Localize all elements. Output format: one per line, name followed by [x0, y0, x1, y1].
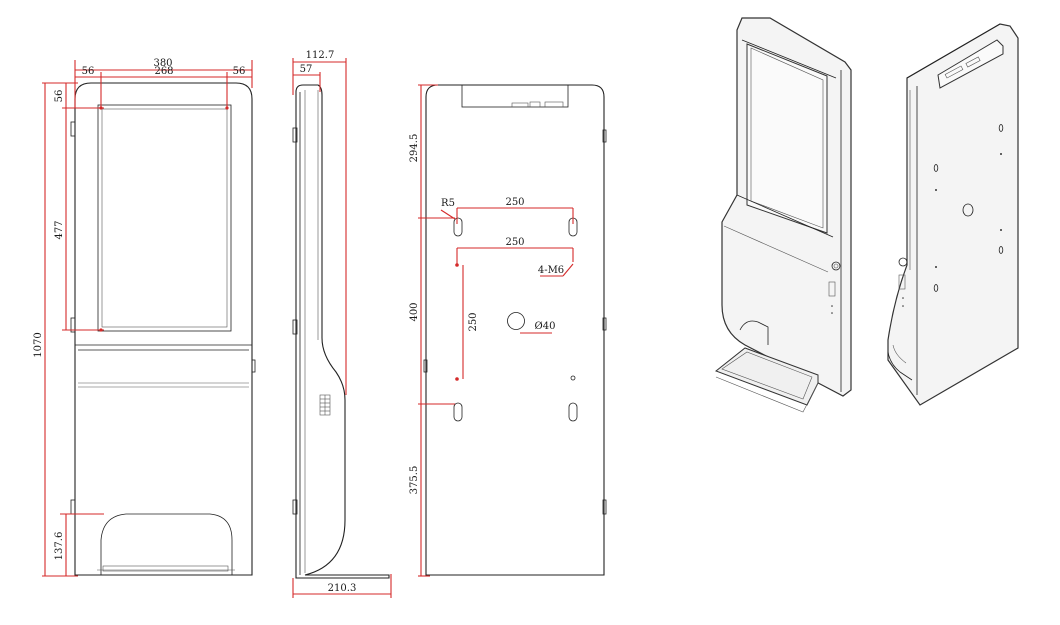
dim-screen-height: 477	[54, 220, 65, 239]
front-view: 380 56 268 56 56 477 1070 137.6	[33, 58, 256, 577]
side-view: 112.7 57 210.3	[292, 50, 392, 598]
dim-bezel-depth: 57	[300, 64, 313, 75]
speaker-grille	[319, 394, 331, 416]
dim-hook-spacing: 250	[505, 197, 524, 208]
front-dimensions: 380 56 268 56 56 477 1070 137.6	[33, 58, 253, 577]
render-back	[887, 23, 1019, 406]
dim-vesa-horizontal: 250	[505, 237, 524, 248]
dim-middle-span: 400	[409, 302, 420, 321]
back-view: 294.5 400 375.5 R5 250 250 250 4-M6 Ø40	[409, 84, 607, 577]
render-front	[714, 17, 852, 413]
dim-base-depth: 210.3	[328, 583, 357, 594]
dim-overall-width: 380	[153, 58, 172, 69]
keyhole-hooks	[453, 217, 578, 422]
dim-right-margin: 56	[233, 66, 246, 77]
dim-bottom-offset: 375.5	[409, 466, 420, 495]
back-dimensions: 294.5 400 375.5 R5 250 250 250 4-M6 Ø40	[409, 84, 574, 577]
dim-depth-top: 112.7	[306, 50, 335, 61]
dim-vesa-vertical: 250	[468, 312, 479, 331]
side-dimensions: 112.7 57 210.3	[292, 50, 392, 598]
dim-overall-height: 1070	[33, 332, 44, 357]
dim-left-margin: 56	[82, 66, 95, 77]
dim-top-offset: 294.5	[409, 134, 420, 163]
dim-top-margin: 56	[54, 90, 65, 103]
dim-base-height: 137.6	[54, 532, 65, 561]
render-back-features	[933, 124, 1004, 292]
dim-hook-radius: R5	[441, 198, 455, 209]
dim-hole-diameter: Ø40	[535, 321, 556, 332]
dim-vesa-screws: 4-M6	[538, 265, 564, 276]
dim-screen-width: 268	[154, 66, 173, 77]
